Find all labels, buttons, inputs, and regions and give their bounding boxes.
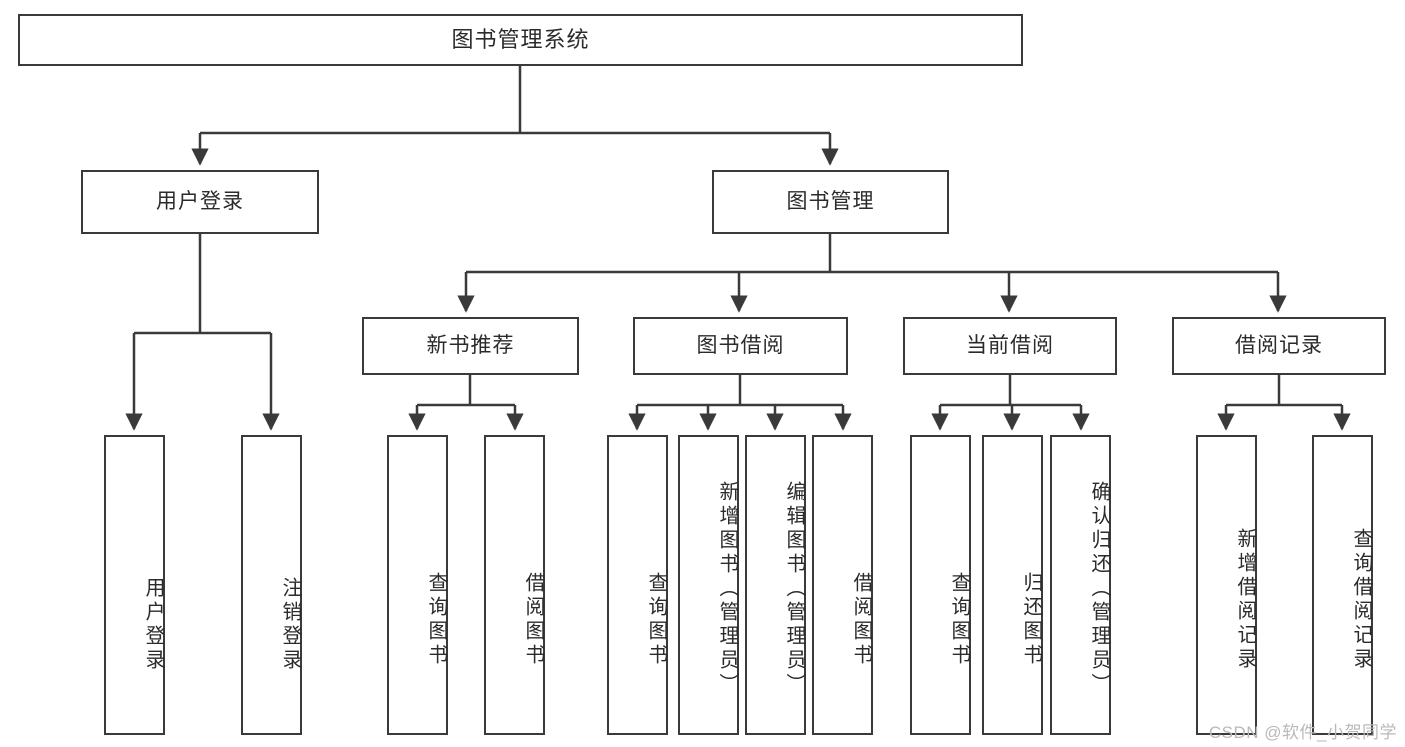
edge-userlogin-to-leaves [125, 234, 280, 431]
node-leaf-borrow-book[interactable]: 借阅图书 [812, 435, 873, 735]
node-book-management[interactable]: 图书管理 [712, 170, 949, 234]
node-user-login[interactable]: 用户登录 [81, 170, 319, 234]
node-leaf-return-book[interactable]: 归还图书 [982, 435, 1043, 735]
node-borrowing-record[interactable]: 借阅记录 [1172, 317, 1386, 375]
watermark: CSDN @软件_小贺同学 [1208, 723, 1397, 742]
edge-bookmgmt-to-level3 [457, 234, 1287, 313]
node-label: 借阅图书 [850, 572, 872, 668]
node-leaf-edit-book[interactable]: 编辑图书（管理员） [745, 435, 806, 735]
node-label: 新增借阅记录 [1234, 528, 1256, 672]
node-label: 查询图书 [948, 572, 970, 668]
node-label: 确认归还（管理员） [1088, 481, 1110, 697]
node-root-system[interactable]: 图书管理系统 [18, 14, 1023, 66]
node-label: 查询图书 [645, 572, 667, 668]
edge-currentborrow-to-leaves [931, 375, 1090, 431]
edge-newbook-to-leaves [408, 375, 524, 431]
node-book-borrowing[interactable]: 图书借阅 [633, 317, 848, 375]
node-leaf-query-book-current[interactable]: 查询图书 [910, 435, 971, 735]
node-label: 图书借阅 [696, 334, 785, 358]
node-leaf-query-book-rec[interactable]: 查询图书 [387, 435, 448, 735]
node-label: 图书管理系统 [451, 26, 590, 52]
node-leaf-add-borrow-record[interactable]: 新增借阅记录 [1196, 435, 1257, 735]
node-leaf-logout[interactable]: 注销登录 [241, 435, 302, 735]
node-label: 用户登录 [156, 190, 244, 214]
node-label: 编辑图书（管理员） [783, 481, 805, 697]
node-leaf-user-login[interactable]: 用户登录 [104, 435, 165, 735]
node-label: 借阅图书 [522, 572, 544, 668]
node-label: 图书管理 [786, 190, 875, 214]
node-label: 借阅记录 [1235, 334, 1323, 358]
node-leaf-query-borrow-record[interactable]: 查询借阅记录 [1312, 435, 1373, 735]
edge-borrowrecord-to-leaves [1217, 375, 1351, 431]
node-label: 新增图书（管理员） [716, 481, 738, 697]
node-current-borrowing[interactable]: 当前借阅 [903, 317, 1117, 375]
node-leaf-query-book-borrow[interactable]: 查询图书 [607, 435, 668, 735]
node-leaf-add-book[interactable]: 新增图书（管理员） [678, 435, 739, 735]
edge-root-to-level2 [191, 66, 839, 166]
node-leaf-borrow-book-rec[interactable]: 借阅图书 [484, 435, 545, 735]
node-label: 归还图书 [1020, 572, 1042, 668]
node-label: 查询图书 [425, 572, 447, 668]
node-label: 用户登录 [142, 577, 164, 673]
node-new-book-recommendation[interactable]: 新书推荐 [362, 317, 579, 375]
node-label: 注销登录 [279, 577, 301, 673]
node-label: 查询借阅记录 [1350, 528, 1372, 672]
node-leaf-confirm-return[interactable]: 确认归还（管理员） [1050, 435, 1111, 735]
node-label: 新书推荐 [426, 334, 515, 358]
edge-bookborrow-to-leaves [628, 375, 852, 431]
node-label: 当前借阅 [966, 334, 1054, 358]
